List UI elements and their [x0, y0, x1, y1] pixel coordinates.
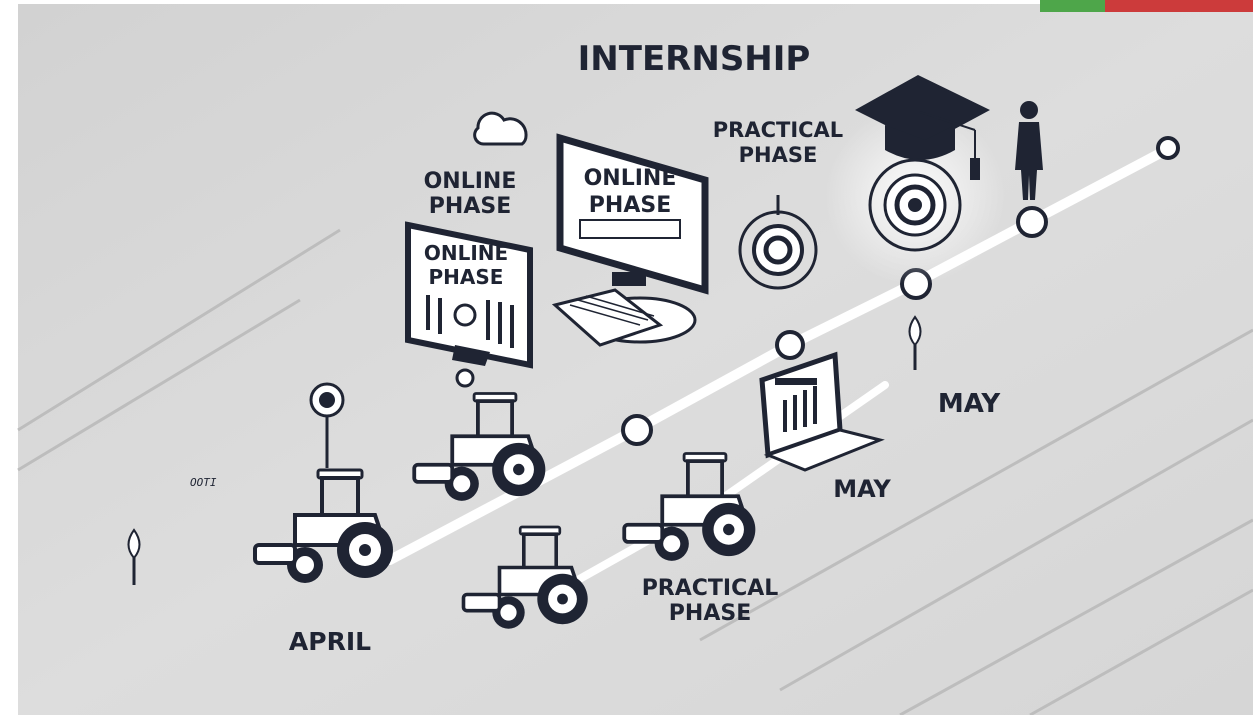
- monitor-center-icon: ONLINE PHASE: [551, 133, 709, 347]
- timeline-marker: [775, 330, 805, 360]
- graduation-cap-icon: [855, 75, 990, 180]
- practical-phase-label: PRACTICAL PHASE: [713, 118, 843, 167]
- svg-text:PHASE: PHASE: [589, 193, 671, 218]
- online-phase-label: ONLINE PHASE: [424, 169, 517, 219]
- timeline-marker: [621, 414, 653, 446]
- target-icon: [738, 195, 818, 290]
- monitor-left-icon: ONLINE PHASE: [405, 221, 533, 369]
- person-icon: [1015, 101, 1043, 200]
- canvas-background: [18, 4, 1253, 715]
- timeline-marker: [1156, 136, 1180, 160]
- corner-accent-green: [1040, 0, 1110, 12]
- svg-text:PHASE: PHASE: [429, 265, 504, 289]
- svg-text:PHASE: PHASE: [669, 601, 751, 626]
- svg-text:ONLINE: ONLINE: [424, 169, 517, 194]
- target-large-icon: [868, 158, 962, 252]
- field-lines: [17, 228, 1253, 715]
- map-pin-icon: [309, 382, 345, 468]
- corner-accent-red: [1105, 0, 1253, 12]
- timeline-path: [385, 143, 1175, 565]
- month-label-may-center: MAY: [833, 475, 891, 503]
- tree-icon: [127, 528, 141, 585]
- svg-text:ONLINE: ONLINE: [424, 241, 508, 265]
- timeline-marker: [1016, 206, 1048, 238]
- practical-phase-bottom-label: PRACTICAL PHASE: [642, 576, 779, 626]
- svg-text:PHASE: PHASE: [739, 143, 818, 167]
- svg-text:PRACTICAL: PRACTICAL: [642, 576, 779, 601]
- laptop-icon: [759, 351, 885, 472]
- small-mark: OOTI: [190, 476, 217, 489]
- month-label-april: APRIL: [289, 627, 371, 656]
- cloud-icon: [473, 111, 528, 146]
- page-title: INTERNSHIP: [578, 39, 811, 79]
- svg-text:PHASE: PHASE: [429, 194, 511, 219]
- month-label-may-right: MAY: [938, 389, 1002, 419]
- svg-text:ONLINE: ONLINE: [584, 166, 677, 191]
- tree-icon: [908, 315, 922, 370]
- small-node: [455, 368, 475, 388]
- svg-text:PRACTICAL: PRACTICAL: [713, 118, 843, 142]
